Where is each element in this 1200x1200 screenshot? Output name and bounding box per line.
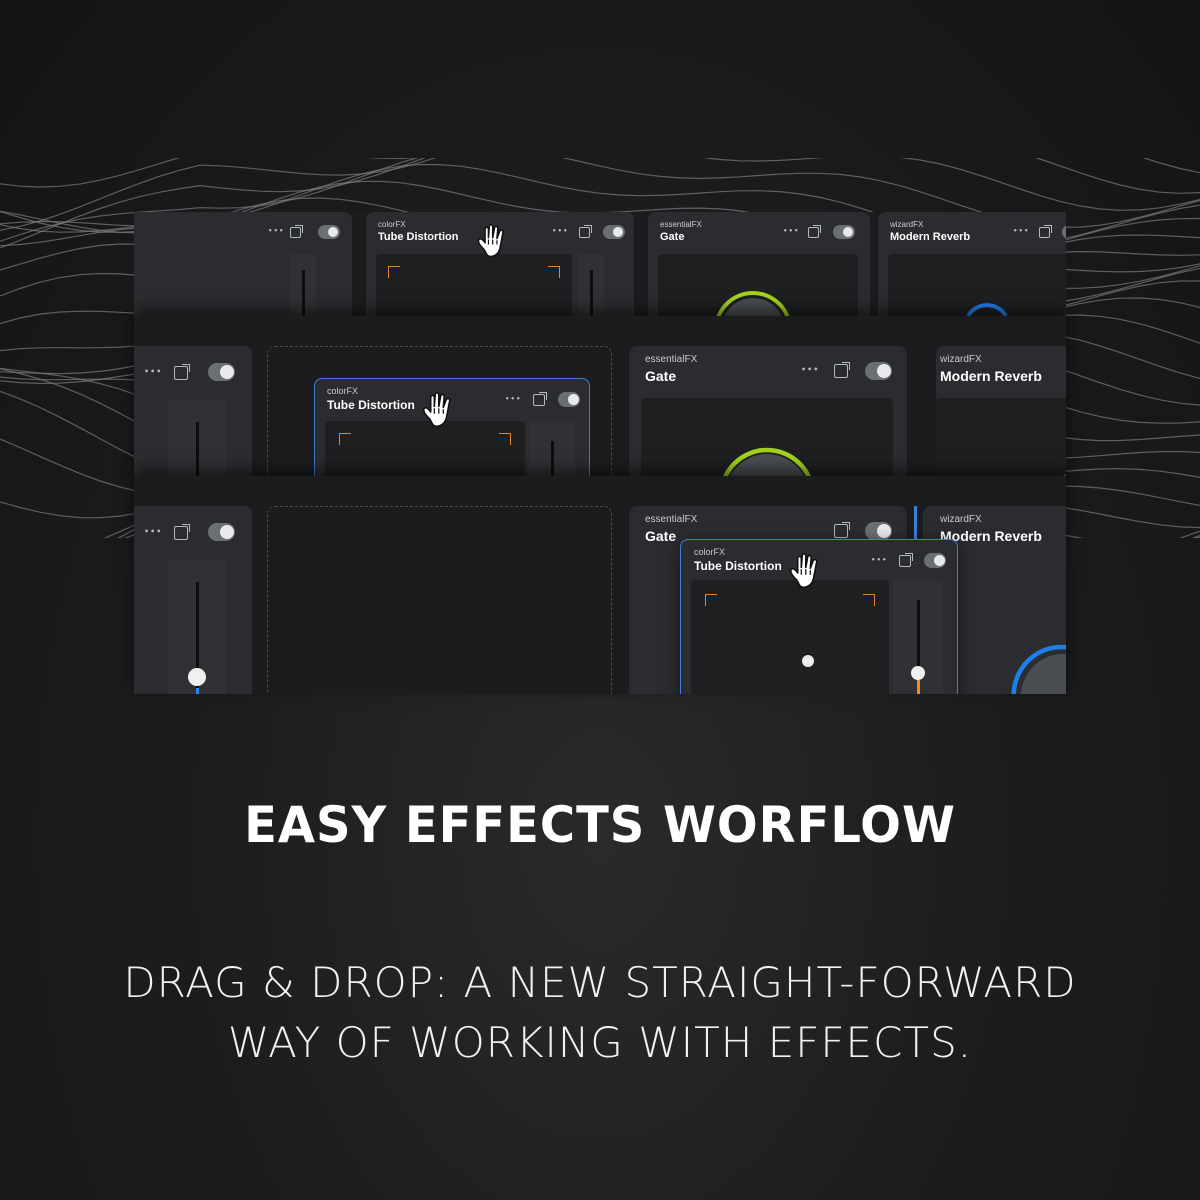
external-link-icon[interactable] bbox=[174, 364, 190, 380]
wave-line bbox=[0, 158, 1200, 249]
wave-line bbox=[0, 158, 1200, 231]
fader-track[interactable] bbox=[290, 254, 316, 316]
toggle-switch[interactable] bbox=[208, 523, 235, 541]
effect-card-partial[interactable]: ••• bbox=[134, 212, 352, 316]
effect-title: Gate bbox=[645, 528, 677, 544]
toggle-switch[interactable] bbox=[558, 392, 580, 407]
toggle-switch[interactable] bbox=[603, 225, 625, 239]
xy-pad[interactable] bbox=[691, 580, 889, 694]
corner-bracket bbox=[863, 594, 875, 606]
subtitle-line-2: WAY OF WORKING WITH EFFECTS. bbox=[227, 1018, 973, 1067]
more-icon[interactable]: ••• bbox=[144, 367, 163, 376]
gate-knob[interactable] bbox=[641, 398, 893, 478]
fader-track[interactable] bbox=[168, 400, 226, 478]
fader-track[interactable] bbox=[893, 580, 943, 694]
toggle-switch[interactable] bbox=[318, 225, 340, 239]
toggle-switch[interactable] bbox=[924, 553, 946, 568]
external-link-icon[interactable] bbox=[899, 553, 913, 567]
toggle-switch[interactable] bbox=[865, 362, 892, 380]
reverb-display bbox=[936, 398, 1066, 478]
effect-brand: essentialFX bbox=[645, 514, 698, 525]
reverb-display bbox=[888, 254, 1066, 316]
hand-cursor-icon bbox=[477, 224, 504, 258]
toggle-switch[interactable] bbox=[865, 522, 892, 540]
effect-brand: wizardFX bbox=[940, 354, 982, 365]
more-icon[interactable]: ••• bbox=[1013, 227, 1030, 235]
corner-bracket bbox=[388, 266, 400, 278]
gate-display bbox=[641, 398, 893, 478]
modern-reverb-card[interactable]: wizardFX Modern Reverb bbox=[936, 346, 1066, 478]
effect-title: Modern Reverb bbox=[890, 231, 971, 243]
toggle-switch[interactable] bbox=[1062, 225, 1066, 239]
external-link-icon[interactable] bbox=[290, 225, 303, 238]
external-link-icon[interactable] bbox=[834, 522, 850, 538]
effects-rack-frame-3: ••• essentialFX Gate wizardFX Modern Rev… bbox=[134, 476, 1066, 694]
external-link-icon[interactable] bbox=[834, 362, 850, 378]
subtitle-line-1: DRAG & DROP: A NEW STRAIGHT-FORWARD bbox=[123, 958, 1077, 1007]
effect-title: Gate bbox=[660, 231, 685, 243]
effect-title: Tube Distortion bbox=[694, 559, 782, 573]
hand-cursor-icon bbox=[789, 553, 818, 589]
toggle-switch[interactable] bbox=[833, 225, 855, 239]
corner-bracket bbox=[339, 433, 351, 445]
reverb-knob[interactable] bbox=[888, 254, 1066, 316]
effect-brand: wizardFX bbox=[940, 514, 982, 525]
effect-brand: colorFX bbox=[694, 547, 726, 557]
reverb-knob[interactable] bbox=[923, 506, 1066, 694]
effects-rack-frame-1: ••• colorFX Tube Distortion ••• essentia… bbox=[134, 212, 1066, 316]
more-icon[interactable]: ••• bbox=[268, 227, 285, 235]
more-icon[interactable]: ••• bbox=[871, 556, 888, 564]
fader-track[interactable] bbox=[529, 421, 575, 478]
effect-brand: wizardFX bbox=[890, 220, 924, 229]
drop-zone[interactable] bbox=[267, 506, 612, 694]
more-icon[interactable]: ••• bbox=[505, 395, 522, 403]
modern-reverb-card[interactable]: wizardFX Modern Reverb ••• bbox=[878, 212, 1066, 316]
drop-zone[interactable] bbox=[267, 346, 612, 478]
more-icon[interactable]: ••• bbox=[783, 227, 800, 235]
gate-card[interactable]: essentialFX Gate ••• bbox=[648, 212, 870, 316]
effect-title: Tube Distortion bbox=[327, 398, 415, 412]
corner-bracket bbox=[548, 266, 560, 278]
corner-bracket bbox=[705, 594, 717, 606]
effect-brand: colorFX bbox=[327, 386, 359, 396]
tube-distortion-card-dragging[interactable]: colorFX Tube Distortion ••• bbox=[680, 539, 958, 694]
tube-distortion-card[interactable]: colorFX Tube Distortion ••• bbox=[366, 212, 634, 316]
effect-card-partial[interactable]: ••• bbox=[134, 346, 252, 478]
gate-display bbox=[658, 254, 858, 316]
wave-line bbox=[0, 158, 1200, 188]
slider-handle[interactable] bbox=[188, 668, 206, 686]
fader-track[interactable] bbox=[578, 254, 604, 316]
effect-title: Tube Distortion bbox=[378, 231, 459, 243]
effect-title: Modern Reverb bbox=[940, 368, 1042, 384]
effect-card-partial[interactable]: ••• bbox=[134, 506, 252, 694]
more-icon[interactable]: ••• bbox=[144, 527, 163, 536]
corner-bracket bbox=[499, 433, 511, 445]
external-link-icon[interactable] bbox=[174, 524, 190, 540]
fader-track[interactable] bbox=[168, 560, 226, 694]
xy-pad-point[interactable] bbox=[802, 655, 814, 667]
gate-card[interactable]: essentialFX Gate ••• bbox=[629, 346, 907, 478]
external-link-icon[interactable] bbox=[1039, 225, 1052, 238]
effect-brand: essentialFX bbox=[645, 354, 698, 365]
gate-knob[interactable] bbox=[658, 254, 858, 316]
reverb-knob[interactable] bbox=[936, 398, 1066, 478]
external-link-icon[interactable] bbox=[533, 392, 547, 406]
toggle-switch[interactable] bbox=[208, 363, 235, 381]
xy-pad[interactable] bbox=[325, 421, 525, 478]
external-link-icon[interactable] bbox=[579, 225, 592, 238]
xy-pad[interactable] bbox=[376, 254, 572, 316]
hand-cursor-icon bbox=[422, 392, 451, 428]
slider-handle[interactable] bbox=[911, 666, 925, 680]
effect-title: Modern Reverb bbox=[940, 528, 1042, 544]
more-icon[interactable]: ••• bbox=[552, 227, 569, 235]
effects-rack-frame-2: ••• colorFX Tube Distortion ••• essentia… bbox=[134, 316, 1066, 478]
effect-brand: colorFX bbox=[378, 220, 406, 229]
tube-distortion-card-dragging[interactable]: colorFX Tube Distortion ••• bbox=[314, 378, 590, 478]
more-icon[interactable]: ••• bbox=[801, 365, 820, 374]
external-link-icon[interactable] bbox=[808, 225, 821, 238]
effect-brand: essentialFX bbox=[660, 220, 702, 229]
headline: EASY EFFECTS WORFLOW bbox=[244, 796, 956, 854]
effect-title: Gate bbox=[645, 368, 677, 384]
